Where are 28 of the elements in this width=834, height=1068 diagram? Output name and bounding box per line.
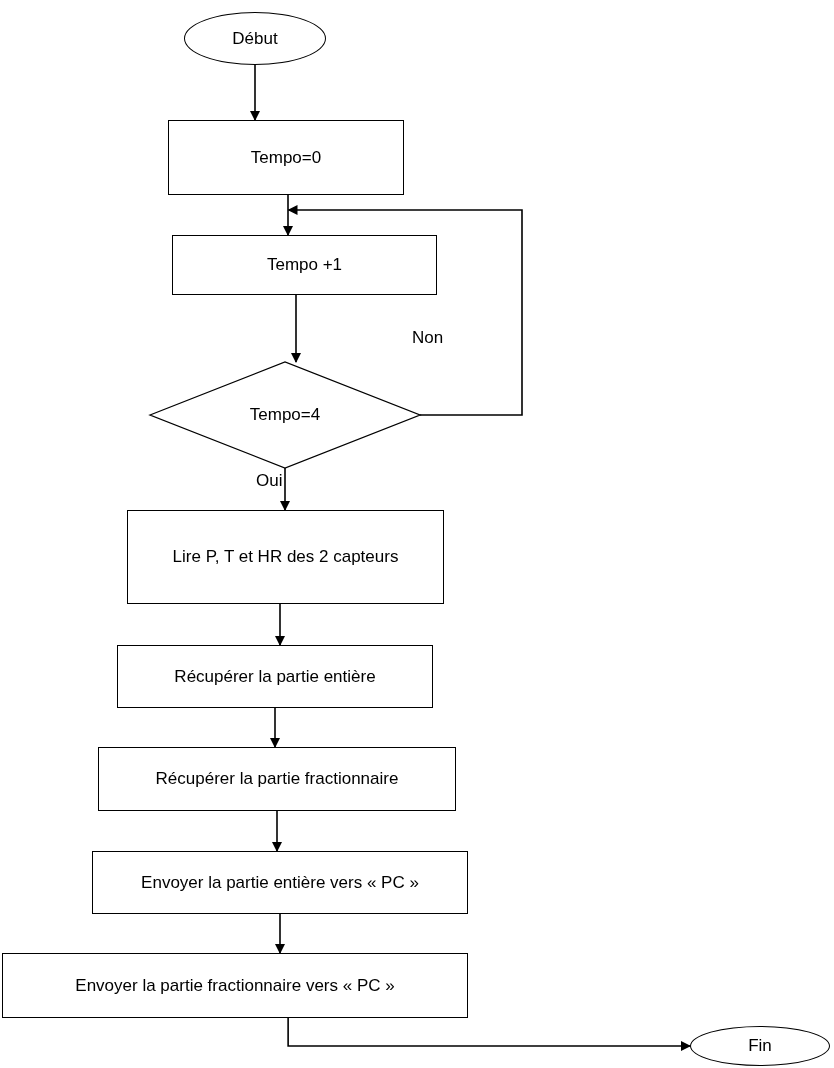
- node-label: Début: [232, 27, 278, 50]
- process-box: [168, 120, 404, 195]
- decision-diamond: [150, 362, 420, 468]
- node-label: Envoyer la partie entière vers « PC »: [141, 871, 419, 894]
- arrow: [283, 194, 293, 236]
- process-box: [98, 747, 456, 811]
- arrow: [275, 913, 285, 954]
- arrow: [287, 1017, 691, 1051]
- process-box: [2, 953, 468, 1018]
- process-box: [172, 235, 437, 295]
- process-box: [92, 851, 468, 914]
- node-label: Tempo=0: [250, 146, 322, 169]
- arrow: [275, 603, 285, 646]
- process-box: [127, 510, 444, 604]
- arrow: [250, 64, 260, 121]
- node-label: Fin: [748, 1035, 772, 1058]
- arrow: [270, 707, 280, 748]
- node-label: Tempo=4: [249, 404, 321, 427]
- node-label: Tempo +1: [266, 254, 343, 277]
- node-label: Envoyer la partie fractionnaire vers « PC »: [75, 974, 395, 997]
- arrow: [280, 467, 290, 511]
- node-label: Lire P, T et HR des 2 capteurs: [172, 546, 399, 569]
- arrow: [287, 205, 523, 416]
- arrow: [272, 810, 282, 852]
- node-label: Récupérer la partie entière: [174, 665, 376, 688]
- node-label: Récupérer la partie fractionnaire: [155, 768, 399, 791]
- arrow: [291, 294, 301, 363]
- process-box: [117, 645, 433, 708]
